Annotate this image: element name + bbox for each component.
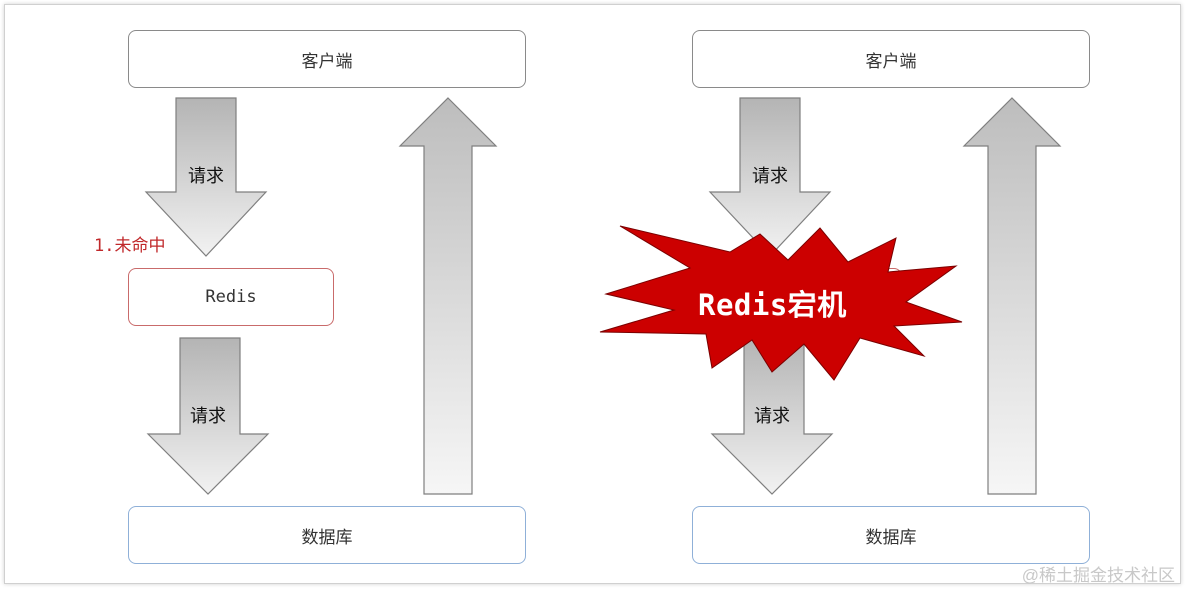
right-request-arrow-top: [708, 97, 832, 257]
left-client-box: 客户端: [128, 30, 526, 88]
left-request-label-bottom: 请求: [190, 406, 226, 426]
right-client-box: 客户端: [692, 30, 1090, 88]
right-request-label-bottom: 请求: [754, 406, 790, 426]
left-request-arrow-top: [144, 97, 268, 257]
redis-down-burst-icon: [599, 225, 963, 381]
right-response-arrow: [962, 97, 1062, 495]
left-miss-label: 1.未命中: [94, 236, 166, 256]
watermark: @稀土掘金技术社区: [1021, 566, 1175, 585]
left-redis-label: Redis: [205, 287, 257, 307]
right-database-box: 数据库: [692, 506, 1090, 564]
redis-down-label: Redis宕机: [698, 288, 847, 322]
left-request-arrow-bottom: [146, 337, 270, 495]
left-response-arrow: [398, 97, 498, 495]
left-request-label-top: 请求: [188, 166, 224, 186]
left-client-label: 客户端: [301, 51, 353, 71]
left-database-box: 数据库: [128, 506, 526, 564]
left-redis-box: Redis: [128, 268, 334, 326]
right-request-label-top: 请求: [752, 166, 788, 186]
right-request-arrow-bottom: [710, 337, 834, 495]
right-database-label: 数据库: [865, 527, 917, 547]
right-client-label: 客户端: [865, 51, 917, 71]
left-database-label: 数据库: [301, 527, 353, 547]
